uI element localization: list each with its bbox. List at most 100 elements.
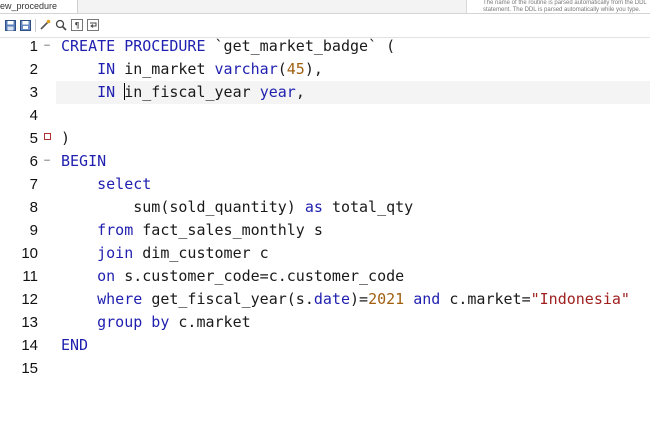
code-area[interactable]: where get_fiscal_year(s.date)=2021 and c… [56, 288, 650, 311]
fold-gutter [40, 288, 54, 311]
line-number: 6 [29, 153, 38, 170]
code-line[interactable]: 3 IN in_fiscal_year year, [0, 81, 650, 104]
beautify-icon[interactable] [39, 19, 51, 31]
code-area[interactable]: select [56, 173, 650, 196]
code-area[interactable]: END [56, 334, 650, 357]
code-text[interactable]: join dim_customer c [61, 242, 269, 265]
code-text[interactable]: BEGIN [61, 150, 106, 173]
code-area[interactable]: from fact_sales_monthly s [56, 219, 650, 242]
code-area[interactable]: join dim_customer c [56, 242, 650, 265]
sql-keyword: IN [97, 83, 125, 101]
fold-gutter [40, 219, 54, 242]
wrap-icon[interactable] [87, 19, 99, 31]
code-text[interactable]: select [61, 173, 151, 196]
sql-token [61, 60, 97, 78]
code-line[interactable]: 6−BEGIN [0, 150, 650, 173]
code-text[interactable]: IN in_fiscal_year year, [61, 81, 305, 104]
svg-text:¶: ¶ [74, 21, 79, 30]
code-area[interactable]: ) [56, 127, 650, 150]
code-area[interactable]: group by c.market [56, 311, 650, 334]
sql-token: `get_market_badge` ( [214, 37, 396, 55]
fold-toggle-icon[interactable]: − [43, 156, 51, 166]
code-text[interactable]: CREATE PROCEDURE `get_market_badge` ( [61, 35, 395, 58]
sql-token: sum(sold_quantity) [61, 198, 305, 216]
code-area[interactable]: CREATE PROCEDURE `get_market_badge` ( [56, 35, 650, 58]
code-text[interactable]: on s.customer_code=c.customer_code [61, 265, 404, 288]
code-area[interactable]: on s.customer_code=c.customer_code [56, 265, 650, 288]
tab-new-procedure[interactable]: ew_procedure [0, 0, 79, 13]
code-line[interactable]: 4 [0, 104, 650, 127]
code-line[interactable]: 10 join dim_customer c [0, 242, 650, 265]
code-text[interactable]: from fact_sales_monthly s [61, 219, 323, 242]
code-line[interactable]: 11 on s.customer_code=c.customer_code [0, 265, 650, 288]
line-number: 9 [29, 222, 38, 239]
sql-token: in_fiscal_year [124, 83, 260, 101]
code-line[interactable]: 2 IN in_market varchar(45), [0, 58, 650, 81]
sql-keyword: join [97, 244, 143, 262]
save-all-icon[interactable] [19, 19, 31, 31]
code-area[interactable]: IN in_fiscal_year year, [56, 81, 650, 104]
code-area[interactable]: sum(sold_quantity) as total_qty [56, 196, 650, 219]
sql-token [61, 221, 97, 239]
ddl-hint-line-2: statement. The DDL is parsed automatical… [483, 6, 641, 13]
code-line[interactable]: 1−CREATE PROCEDURE `get_market_badge` ( [0, 35, 650, 58]
code-area[interactable] [56, 104, 650, 127]
sql-token: in_market [124, 60, 215, 78]
code-line[interactable]: 15 [0, 357, 650, 380]
code-text[interactable]: ) [61, 127, 70, 150]
line-number: 10 [21, 245, 38, 262]
ddl-hint: The name of the routine is parsed automa… [466, 0, 650, 13]
sql-keyword: varchar [214, 60, 278, 78]
code-text[interactable]: IN in_market varchar(45), [61, 58, 323, 81]
fold-gutter [40, 58, 54, 81]
ddl-hint-line-1: The name of the routine is parsed automa… [483, 0, 647, 6]
sql-keyword: and [413, 290, 450, 308]
code-line[interactable]: 5) [0, 127, 650, 150]
line-number: 12 [21, 291, 38, 308]
fold-gutter [40, 104, 54, 127]
sql-keyword: date [313, 290, 350, 308]
fold-gutter [40, 173, 54, 196]
code-line[interactable]: 9 from fact_sales_monthly s [0, 219, 650, 242]
sql-token [404, 290, 413, 308]
sql-token [61, 244, 97, 262]
sql-keyword: as [304, 198, 332, 216]
sql-token: ), [304, 60, 323, 78]
fold-gutter [40, 334, 54, 357]
code-area[interactable]: IN in_market varchar(45), [56, 58, 650, 81]
bookmark-marker-icon[interactable] [40, 127, 54, 150]
code-text[interactable]: where get_fiscal_year(s.date)=2021 and c… [61, 288, 630, 311]
code-text[interactable]: END [61, 334, 88, 357]
sql-token: fact_sales_monthly s [142, 221, 323, 239]
sql-keyword: group by [97, 313, 179, 331]
line-number: 15 [21, 360, 38, 377]
code-text[interactable]: group by c.market [61, 311, 251, 334]
sql-keyword: CREATE PROCEDURE [61, 37, 215, 55]
code-line[interactable]: 7 select [0, 173, 650, 196]
sql-keyword: where [97, 290, 152, 308]
sql-token [61, 313, 97, 331]
code-text[interactable]: sum(sold_quantity) as total_qty [61, 196, 413, 219]
sql-token: get_fiscal_year(s. [151, 290, 314, 308]
fold-gutter [40, 196, 54, 219]
sql-editor[interactable]: 1−CREATE PROCEDURE `get_market_badge` (2… [0, 37, 650, 425]
save-icon[interactable] [4, 19, 16, 31]
sql-token: ( [277, 60, 287, 78]
code-line[interactable]: 13 group by c.market [0, 311, 650, 334]
fold-toggle-icon[interactable]: − [43, 41, 51, 51]
fold-gutter [40, 265, 54, 288]
line-number: 4 [29, 107, 38, 124]
code-area[interactable]: BEGIN [56, 150, 650, 173]
sql-token: ) [61, 129, 71, 147]
toggle-invisible-icon[interactable]: ¶ [71, 19, 83, 31]
sql-keyword: year [259, 83, 296, 101]
line-number: 7 [29, 176, 38, 193]
find-icon[interactable] [55, 19, 67, 31]
sql-token [61, 175, 97, 193]
line-number: 13 [21, 314, 38, 331]
code-line[interactable]: 8 sum(sold_quantity) as total_qty [0, 196, 650, 219]
code-area[interactable] [56, 357, 650, 380]
code-line[interactable]: 12 where get_fiscal_year(s.date)=2021 an… [0, 288, 650, 311]
sql-keyword: on [97, 267, 125, 285]
